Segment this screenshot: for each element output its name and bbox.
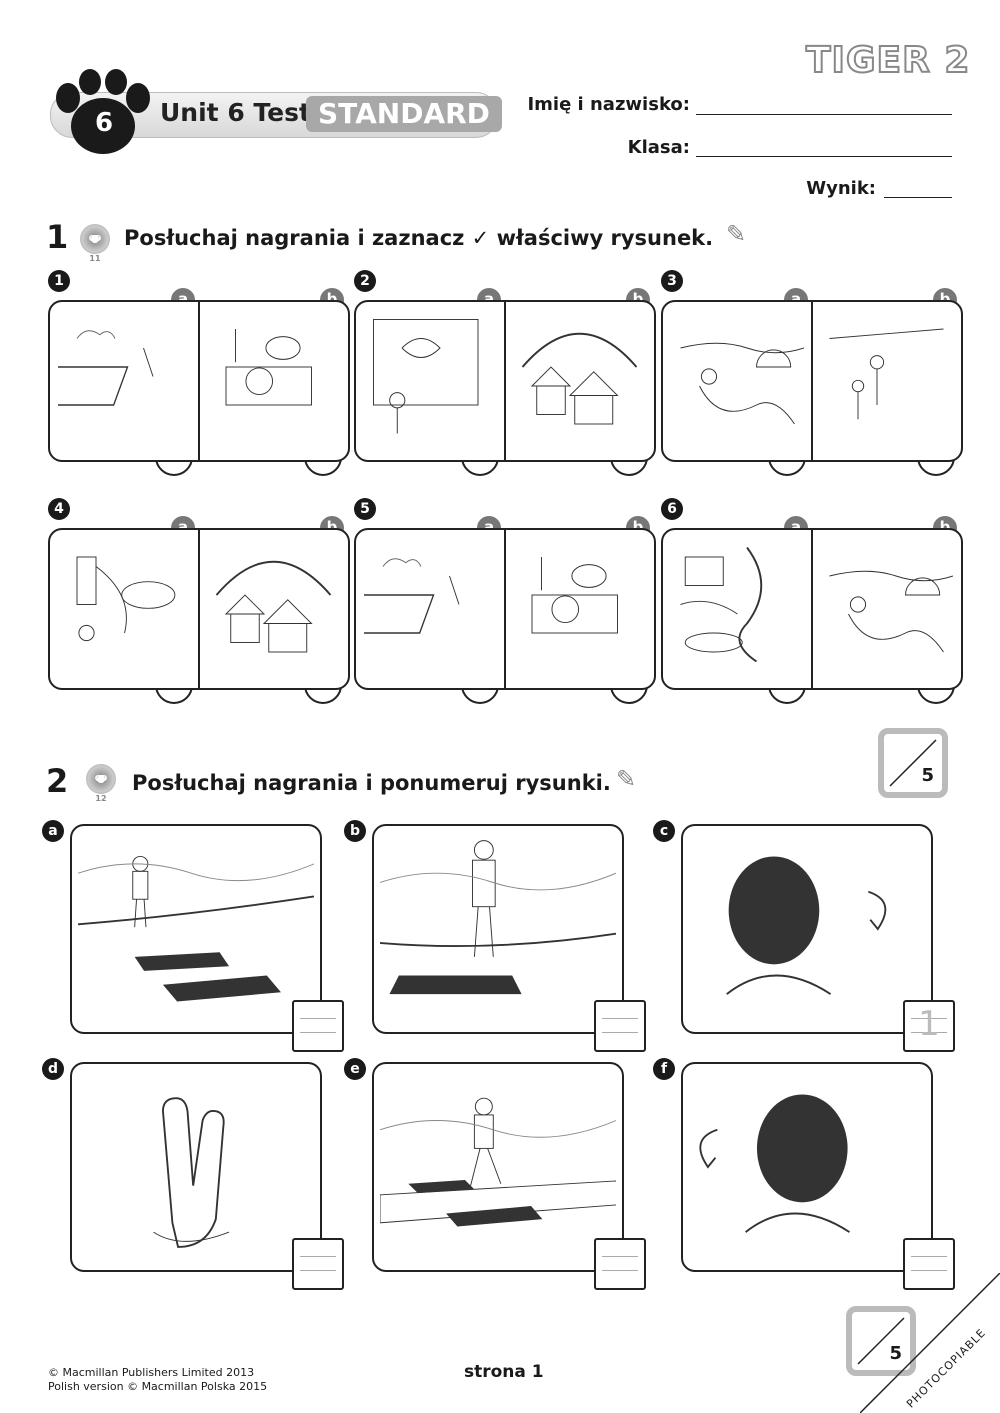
picture-pair: [48, 300, 350, 462]
picture-crossing: [372, 1062, 624, 1272]
item-number: 4: [48, 498, 70, 520]
name-field[interactable]: [696, 114, 952, 115]
picture-divider: [198, 530, 200, 688]
picture-boy-listening: [372, 824, 624, 1034]
panel-letter: d: [42, 1058, 64, 1080]
copyright: © Macmillan Publishers Limited 2013 Poli…: [48, 1366, 267, 1394]
page-number: strona 1: [464, 1362, 544, 1382]
picture-divider: [504, 530, 506, 688]
item-number: 1: [48, 270, 70, 292]
picture-divider: [504, 302, 506, 460]
picture-pair: [661, 528, 963, 690]
picture-divider: [811, 530, 813, 688]
brand-logo: TIGER 2: [805, 39, 971, 82]
answer-box[interactable]: [292, 1238, 344, 1290]
item-number: 5: [354, 498, 376, 520]
picture-pair: [661, 300, 963, 462]
cd-track: 12: [95, 794, 107, 803]
cd-track: 11: [89, 254, 101, 263]
answer-box[interactable]: [594, 1000, 646, 1052]
picture-divider: [198, 302, 200, 460]
unit-level: STANDARD: [306, 96, 502, 132]
item-number: 2: [354, 270, 376, 292]
panel-letter: f: [653, 1058, 675, 1080]
answer-box[interactable]: [594, 1238, 646, 1290]
picture-pair: [48, 528, 350, 690]
cd-icon: CD: [86, 764, 116, 794]
unit-title: Unit 6 Test: [160, 98, 311, 127]
picture-a-park[interactable]: [50, 530, 199, 688]
picture-boy-at-kerb: [70, 824, 322, 1034]
picture-b-zoo[interactable]: [505, 530, 654, 688]
picture-a-beach[interactable]: [663, 302, 812, 460]
picture-b-funfair[interactable]: [199, 530, 348, 688]
picture-pair: [354, 300, 656, 462]
picture-b-beach[interactable]: [812, 530, 961, 688]
picture-a-swimming-pool[interactable]: [356, 530, 505, 688]
section2-number: 2: [46, 762, 69, 800]
item-number: 6: [661, 498, 683, 520]
picture-a-aquarium[interactable]: [356, 302, 505, 460]
picture-a-water-park[interactable]: [663, 530, 812, 688]
panel-letter: b: [344, 820, 366, 842]
panel-letter: a: [42, 820, 64, 842]
answer-box[interactable]: 1: [903, 1000, 955, 1052]
result-field[interactable]: [884, 197, 952, 198]
picture-divider: [811, 302, 813, 460]
picture-a-swimming-pool[interactable]: [50, 302, 199, 460]
picture-b-ice-rink[interactable]: [812, 302, 961, 460]
panel-letter: c: [653, 820, 675, 842]
picture-pair: [354, 528, 656, 690]
answer-box[interactable]: [292, 1000, 344, 1052]
pencil-icon: ✎: [616, 765, 637, 793]
section1-score-box: 5: [878, 728, 948, 798]
paw-icon: [56, 69, 150, 154]
picture-b-zoo[interactable]: [199, 302, 348, 460]
class-field[interactable]: [696, 156, 952, 157]
picture-b-funfair[interactable]: [505, 302, 654, 460]
copyright-line-2: Polish version © Macmillan Polska 2015: [48, 1380, 268, 1393]
section2-score-box: 5: [846, 1306, 916, 1376]
item-number: 3: [661, 270, 683, 292]
picture-stop-hand: [70, 1062, 322, 1272]
panel-letter: e: [344, 1058, 366, 1080]
section2-score: 5: [889, 1343, 902, 1364]
class-label: Klasa:: [627, 137, 690, 158]
pencil-icon: ✎: [726, 220, 747, 248]
cd-icon: CD: [80, 224, 110, 254]
copyright-line-1: © Macmillan Publishers Limited 2013: [48, 1366, 255, 1379]
section1-score: 5: [921, 765, 934, 786]
answer-box[interactable]: [903, 1238, 955, 1290]
section1-number: 1: [46, 218, 69, 256]
result-label: Wynik:: [806, 178, 876, 199]
name-label: Imię i nazwisko:: [527, 94, 690, 115]
corner-divider: [860, 1273, 1000, 1413]
unit-number: 6: [94, 108, 114, 138]
section2-instruction: Posłuchaj nagrania i ponumeruj rysunki.: [132, 771, 611, 795]
picture-look-right: [681, 824, 933, 1034]
picture-look-left: [681, 1062, 933, 1272]
section1-instruction: Posłuchaj nagrania i zaznacz ✓ właściwy …: [124, 226, 714, 250]
answer-value: 1: [918, 1004, 940, 1044]
